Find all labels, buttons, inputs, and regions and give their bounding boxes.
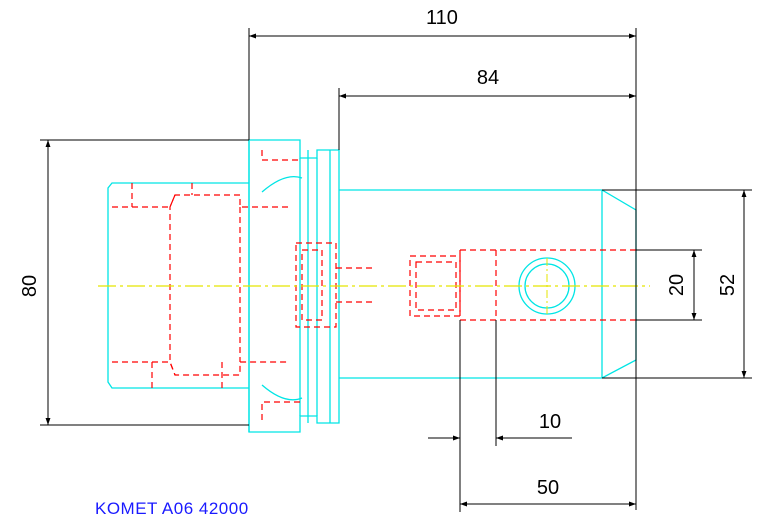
dim-80-label: 80 <box>19 275 41 297</box>
dim-20-label: 20 <box>666 274 688 296</box>
dim-84-label: 84 <box>477 67 499 89</box>
hidden-lines <box>112 150 636 420</box>
dim-10-label: 10 <box>539 411 561 433</box>
dim-50-label: 50 <box>537 477 559 499</box>
dimension-lines <box>40 28 752 512</box>
dim-110-label: 110 <box>426 7 458 29</box>
dim-52-label: 52 <box>717 274 739 296</box>
drawing-caption: KOMET A06 42000 <box>95 499 249 518</box>
